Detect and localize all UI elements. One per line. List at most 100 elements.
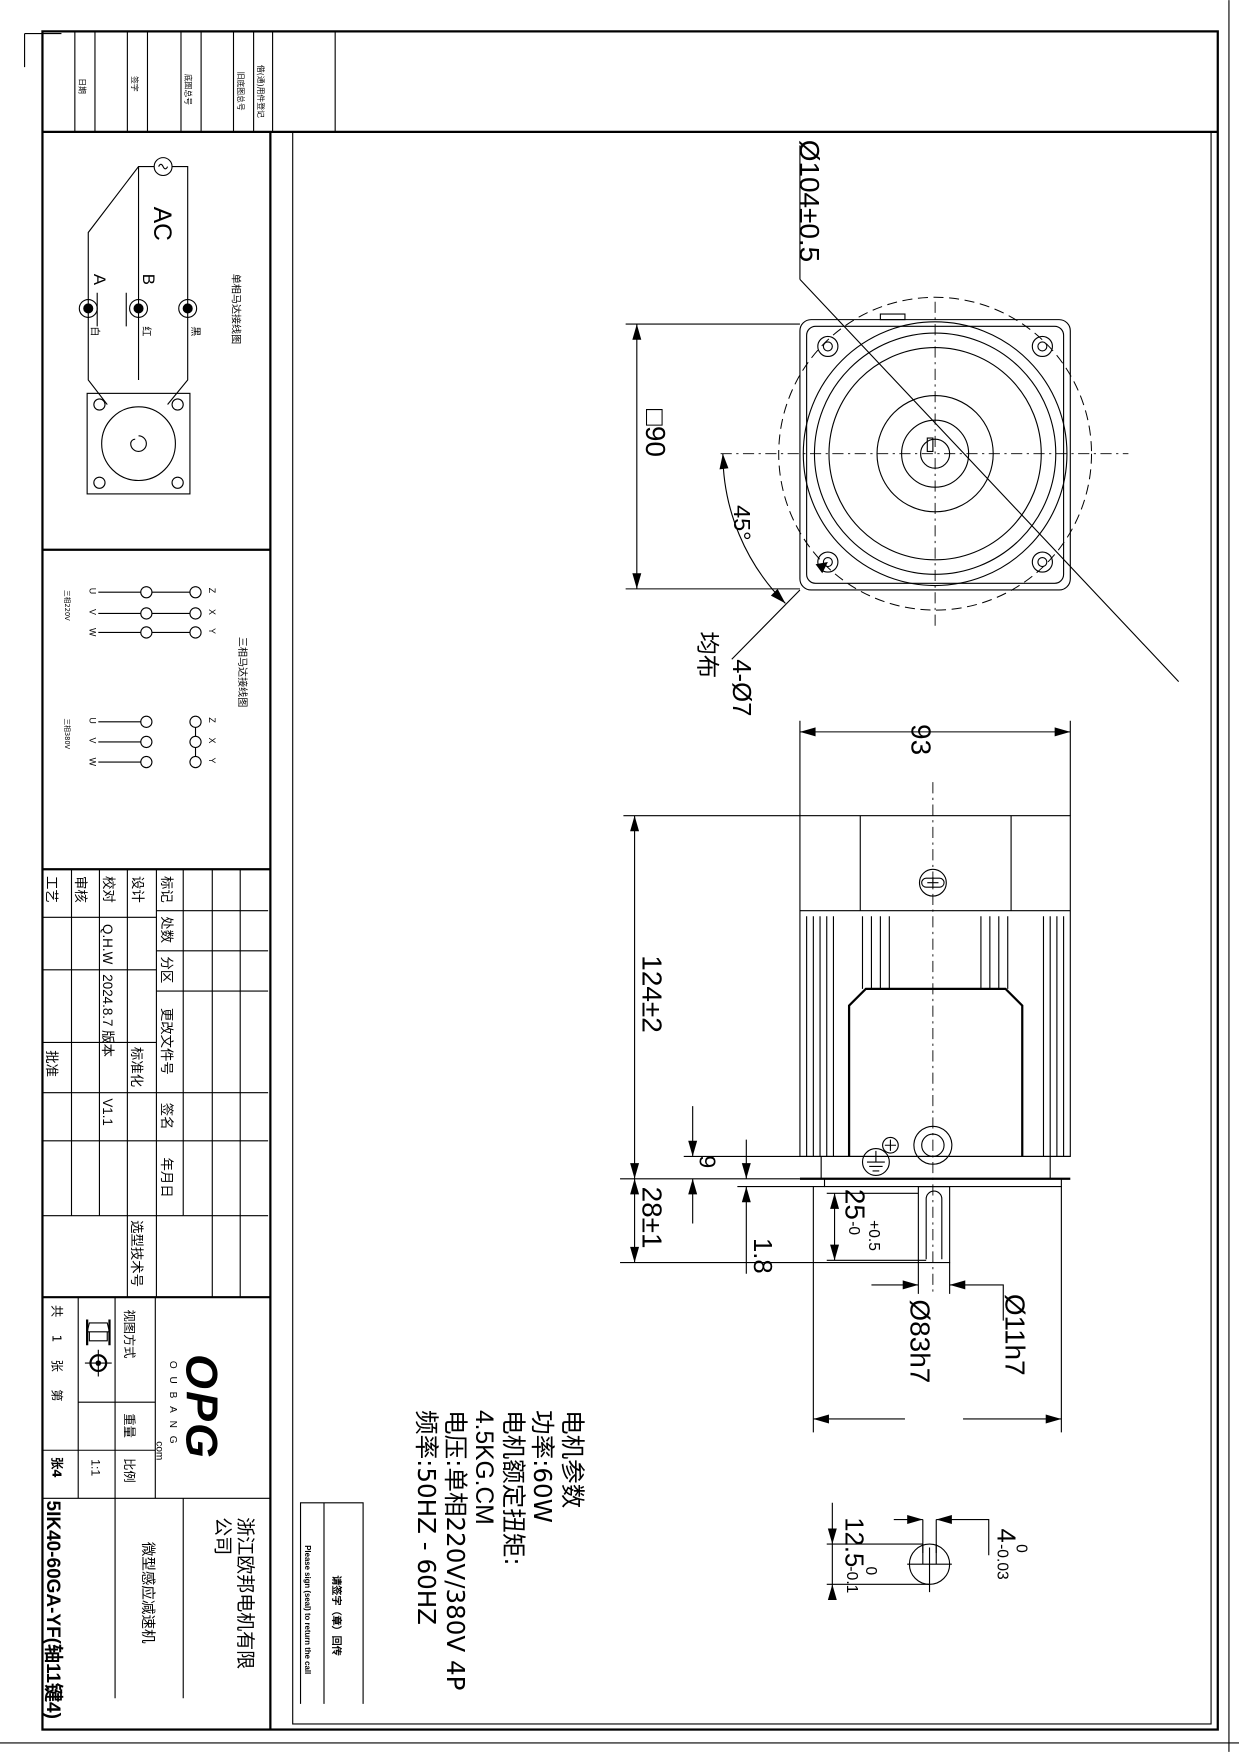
three-phase-wiring-diagram: U V W Z X Y U V W Z X Y 三相220V 三相380V 三相… <box>63 586 249 769</box>
check-date: 2024.8.7 <box>100 974 115 1026</box>
v-label-380: V <box>87 737 97 743</box>
front-view: Ø104±0.5 □90 45° 4-Ø7 均布 <box>625 140 1180 716</box>
single-phase-title: 单相马达接线图 <box>229 274 242 344</box>
terminal-a-label: A <box>90 274 109 286</box>
signature-label: 签名 <box>158 1103 175 1130</box>
projection-symbol-icon <box>84 1319 112 1377</box>
dim-square: □90 <box>640 409 671 457</box>
dim-flange: 9 <box>694 1155 720 1168</box>
white-wire-label: 白 <box>89 326 102 336</box>
date-label: 年月日 <box>158 1158 174 1198</box>
motor-parameters: 电机参数 功率:60W 电机额定扭矩: 4.5KG.CM 电压:单相220V/3… <box>412 1410 587 1690</box>
dim-key-length-tol-upper: +0.5 <box>865 1220 882 1251</box>
sheet-number: 张4 <box>50 1457 65 1478</box>
version-label: 版本 <box>99 1030 115 1057</box>
selection-no-label: 选型技术号 <box>128 1220 144 1287</box>
y-label-220: Y <box>207 628 217 634</box>
product-name: 微型感应减速机 <box>139 1542 157 1644</box>
terminal-red <box>129 298 149 318</box>
model-number: 5IK40-60GA-YF(轴11键4) <box>42 1501 65 1719</box>
title-block: 标记 处数 分区 更改文件号 签名 年月日 选型技术号 设计 校对 审核 工艺 … <box>42 868 271 1719</box>
dim-key-width-tol-lower: -0.03 <box>994 1544 1011 1580</box>
red-wire-label: 红 <box>140 326 153 336</box>
strip-label-sign: 签字 <box>130 76 140 92</box>
z-label-220: Z <box>207 588 217 594</box>
terminal-black <box>178 298 198 318</box>
zone-label: 分区 <box>158 956 174 983</box>
z-label-380: Z <box>207 717 217 723</box>
sheets-label: 共 1 张 第 <box>50 1305 64 1408</box>
check-label: 校对 <box>100 876 117 903</box>
three-phase-title: 三相马达接线图 <box>236 637 249 707</box>
approve-label: 批准 <box>43 1050 59 1077</box>
scale-label: 比例 <box>122 1458 136 1483</box>
param-power: 功率:60W <box>528 1410 557 1523</box>
count-label: 处数 <box>158 916 174 943</box>
dim-holes-note: 均布 <box>693 631 721 678</box>
dim-pcd: Ø104±0.5 <box>794 140 825 262</box>
param-torque-label: 电机额定扭矩: <box>499 1410 528 1566</box>
change-doc-label: 更改文件号 <box>158 1008 174 1075</box>
revision-strip: 日期 签字 底图总号 旧底图总号 借(通)用件登记 <box>74 31 336 132</box>
logo-com: com <box>153 1441 164 1460</box>
w-label-380: W <box>87 758 97 767</box>
motor-face-icon <box>86 392 191 495</box>
u-label-380: U <box>87 717 97 723</box>
sign-return-en: Please sign (seal) to return the call <box>303 1545 312 1674</box>
strip-label-date: 日期 <box>77 78 86 94</box>
strip-label-borrow-register: 借(通)用件登记 <box>256 65 266 118</box>
dim-pilot-dia: Ø83h7 <box>905 1299 936 1383</box>
company-name-line2: 公司 <box>212 1517 234 1555</box>
review-label: 审核 <box>72 876 88 903</box>
sign-return-cn: 请签字（章）回传 <box>330 1575 343 1655</box>
checker-name: Q.H.W <box>100 924 115 965</box>
dim-key-height-tol-upper: 0 <box>862 1566 879 1575</box>
terminal-b-label: B <box>139 274 158 285</box>
black-wire-label: 黑 <box>189 326 201 336</box>
strip-label-base-no: 底图总号 <box>183 74 193 105</box>
y-label-380: Y <box>207 758 217 764</box>
x-label-380: X <box>207 737 217 743</box>
w-label-220: W <box>87 628 97 637</box>
three-phase-220v-label: 三相220V <box>63 590 72 621</box>
output-shaft <box>917 1186 951 1264</box>
shaft-key-section: 12.5 0 -0.1 4 0 -0.03 <box>826 1502 1030 1600</box>
ground-icon <box>861 1148 890 1176</box>
view-method-label: 视图方式 <box>122 1309 137 1358</box>
dim-width: 93 <box>906 724 937 755</box>
logo-text: OPG <box>177 1354 226 1460</box>
sign-return-box: 请签字（章）回传 Please sign (seal) to return th… <box>299 1502 364 1704</box>
dim-shaft-length: 28±1 <box>636 1187 667 1249</box>
single-phase-wiring-diagram: AC A B 白 红 黑 单相马达接线图 <box>42 157 271 551</box>
dim-key-width: 4 <box>992 1528 1020 1542</box>
dim-length: 124±2 <box>636 955 667 1032</box>
u-label-220: U <box>87 588 97 594</box>
dim-key-width-tol-upper: 0 <box>1013 1544 1030 1553</box>
dim-shaft-dia: Ø11h7 <box>1000 1294 1031 1376</box>
param-frequency: 频率:50HZ - 60HZ <box>412 1410 441 1625</box>
weight-label: 重量 <box>122 1413 136 1438</box>
params-title: 电机参数 <box>558 1410 587 1508</box>
scale-value: 1:1 <box>89 1459 103 1476</box>
standardize-label: 标准化 <box>128 1047 144 1087</box>
param-torque: 4.5KG.CM <box>470 1410 497 1525</box>
mark-label: 标记 <box>158 876 174 903</box>
dim-key-height-tol-lower: -0.1 <box>843 1566 860 1593</box>
dim-holes: 4-Ø7 <box>727 659 755 716</box>
company-logo: OPG OUBANG com <box>153 1354 225 1460</box>
ground-screw-icon <box>882 1136 899 1154</box>
strip-label-old-base-no: 旧底图总号 <box>236 72 246 111</box>
param-voltage: 电压:单相220V/380V 4P <box>441 1410 470 1690</box>
design-label: 设计 <box>129 876 145 903</box>
dim-key-length-tol-lower: -0 <box>845 1221 862 1235</box>
mount-holes <box>817 335 1053 573</box>
version-value: V1.1 <box>100 1098 115 1126</box>
dim-angle: 45° <box>729 505 755 540</box>
dim-key-length: 25 <box>840 1189 871 1220</box>
ac-label: AC <box>148 207 175 241</box>
company-name-line1: 浙江欧邦电机有限 <box>234 1517 256 1669</box>
x-label-220: X <box>207 609 217 615</box>
dim-gap: 1.8 <box>748 1238 776 1274</box>
